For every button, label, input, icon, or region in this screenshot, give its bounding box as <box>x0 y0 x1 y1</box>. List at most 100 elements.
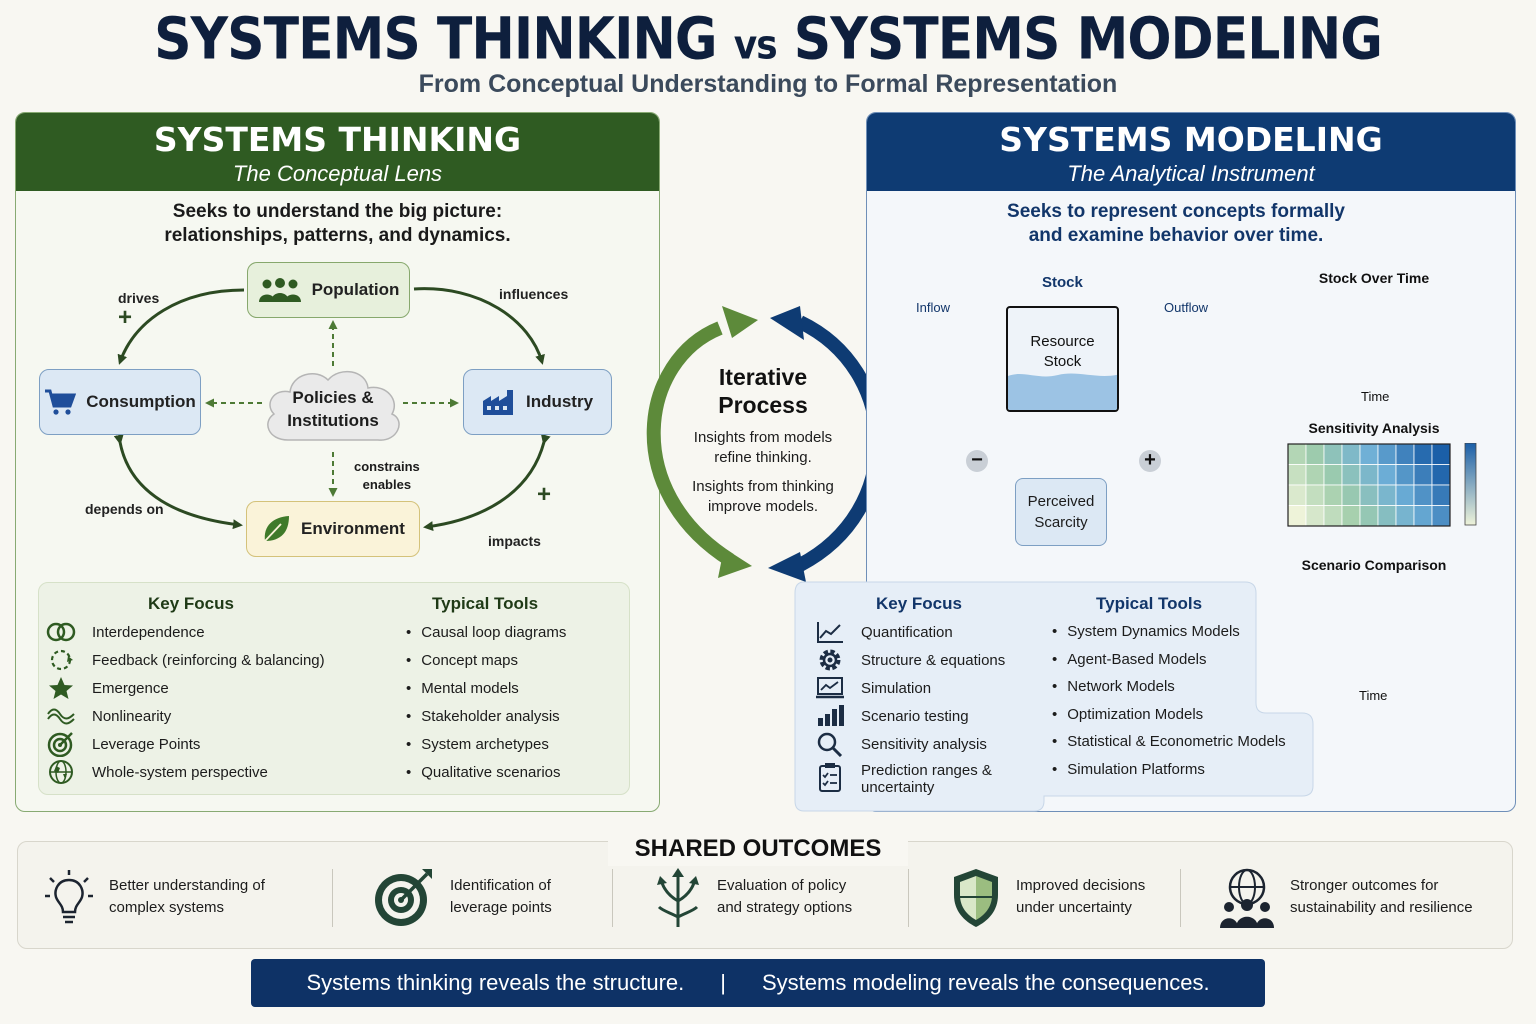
iterative-text1-line2: refine thinking. <box>714 449 812 466</box>
heatmap-cell <box>1305 505 1325 527</box>
node-policies: Policies & Institutions <box>262 386 404 432</box>
list-item: System Dynamics Models <box>1052 618 1312 646</box>
heatmap-cell <box>1395 443 1415 465</box>
outcome-decisions: Improved decisions under uncertainty <box>1016 875 1145 919</box>
list-item: Leverage Points <box>46 730 376 758</box>
heatmap-cell <box>1341 484 1361 506</box>
iterative-green-head-top <box>722 306 758 338</box>
heatmap-cell <box>1305 464 1325 486</box>
outcome-line1: Improved decisions <box>1016 877 1146 894</box>
iterative-text1-line1: Insights from models <box>693 429 833 446</box>
node-consumption: Consumption <box>39 369 201 435</box>
heatmap-cell <box>1413 443 1433 465</box>
list-item: Causal loop diagrams <box>406 618 626 646</box>
heatmap-border <box>1287 443 1451 527</box>
stock-over-time-title: Stock Over Time <box>1318 270 1430 286</box>
modeling-panel-header: SYSTEMS MODELING The Analytical Instrume… <box>867 113 1515 191</box>
heatmap-cell <box>1341 505 1361 527</box>
iterative-green-head-bottom <box>718 548 752 578</box>
outcome-line1: Better understanding of <box>109 877 265 894</box>
thinking-key-focus-title: Key Focus <box>148 594 234 613</box>
thinking-lead: Seeks to understand the big picture: rel… <box>15 200 660 248</box>
outcome-divider <box>332 869 333 927</box>
modeling-lead: Seeks to represent concepts formally and… <box>866 200 1486 248</box>
wave-icon <box>47 708 75 725</box>
shared-outcomes-title: SHARED OUTCOMES <box>608 832 908 866</box>
outcome-line1: Identification of <box>450 877 551 894</box>
iterative-title-line1: Iterative <box>718 364 808 390</box>
list-item: Structure & equations <box>815 646 1045 674</box>
heatmap-cell <box>1341 464 1361 486</box>
sensitivity-heatmap <box>1287 443 1477 527</box>
outcome-divider <box>1180 869 1181 927</box>
heatmap-cell <box>1377 484 1397 506</box>
outcome-line2: complex systems <box>109 899 225 916</box>
list-item: Agent-Based Models <box>1052 646 1312 674</box>
globe-icon <box>49 760 73 784</box>
leaf-icon <box>264 516 290 542</box>
focus-label: Simulation <box>861 679 932 697</box>
iterative-blue-head-bottom <box>768 552 806 582</box>
heatmap-cell <box>1395 464 1415 486</box>
iterative-green-arrow <box>646 321 734 566</box>
resource-line1: Resource <box>1030 333 1095 350</box>
outcome-leverage: Identification of leverage points <box>450 875 552 919</box>
list-item: Nonlinearity <box>46 702 376 730</box>
globe-people-icon <box>1220 868 1274 928</box>
iterative-text2-line2: improve models. <box>707 498 819 515</box>
list-item: Whole-system perspective <box>46 758 376 786</box>
heatmap-cell <box>1359 443 1379 465</box>
edge-sign-impacts: + <box>537 481 552 508</box>
edge-label-impacts: impacts <box>488 533 541 549</box>
gear-icon <box>819 649 841 671</box>
thinking-tools-list: Causal loop diagrams Concept maps Mental… <box>406 618 626 786</box>
focus-label: Whole-system perspective <box>92 763 268 781</box>
iterative-text-models: Insights from models refine thinking. <box>670 428 856 468</box>
arrow-population-to-industry <box>413 287 545 365</box>
heatmap-cell <box>1413 484 1433 506</box>
modeling-key-focus-list: Quantification Structure & equations Sim… <box>815 618 1045 798</box>
footer-banner: Systems thinking reveals the structure. … <box>251 959 1265 1007</box>
list-item: Sensitivity analysis <box>815 730 1045 758</box>
thinking-panel-header: SYSTEMS THINKING The Conceptual Lens <box>16 113 659 191</box>
heatmap-cell <box>1395 505 1415 527</box>
target-arrow-icon <box>375 869 432 926</box>
clipboard-icon <box>819 763 841 792</box>
heatmap-cell <box>1323 484 1343 506</box>
modeling-header-subtitle: The Analytical Instrument <box>1067 161 1315 186</box>
heatmap-legend-bar <box>1464 443 1477 526</box>
title-part-modeling: SYSTEMS MODELING <box>793 6 1383 74</box>
heatmap-cell <box>1323 443 1343 465</box>
heatmap-cell <box>1359 464 1379 486</box>
heatmap-cell <box>1377 464 1397 486</box>
heatmap-cell <box>1431 505 1451 527</box>
modeling-tools-list: System Dynamics Models Agent-Based Model… <box>1052 618 1312 783</box>
title-part-thinking: SYSTEMS THINKING <box>154 6 718 74</box>
focus-label-line1: Prediction ranges & <box>861 762 992 779</box>
edge-label-depends-on: depends on <box>85 501 164 517</box>
outcome-evaluation: Evaluation of policy and strategy option… <box>717 875 852 919</box>
node-population-label: Population <box>311 280 400 299</box>
list-item: Feedback (reinforcing & balancing) <box>46 646 376 674</box>
node-environment: Environment <box>246 501 420 557</box>
edge-label-drives: drives <box>118 290 160 306</box>
node-policies-line2: Institutions <box>287 411 379 430</box>
arrow-consumption-environment <box>113 434 243 530</box>
shield-icon <box>954 869 998 927</box>
heatmap-cell <box>1305 484 1325 506</box>
perceived-line1: Perceived <box>1027 493 1095 510</box>
outcome-line2: leverage points <box>450 899 552 916</box>
outcome-understanding: Better understanding of complex systems <box>109 875 265 919</box>
modeling-tools-title: Typical Tools <box>1096 594 1203 613</box>
arrow-population-to-consumption <box>117 288 245 365</box>
heatmap-cell <box>1341 443 1361 465</box>
subtitle: From Conceptual Understanding to Formal … <box>418 70 1118 98</box>
node-industry: Industry <box>463 369 612 435</box>
heatmap-cell <box>1287 484 1307 506</box>
arrow-industry-environment <box>423 433 551 532</box>
list-item: Statistical & Econometric Models <box>1052 728 1312 756</box>
node-environment-label: Environment <box>301 519 405 538</box>
list-item: Quantification <box>815 618 1045 646</box>
list-item: Qualitative scenarios <box>406 758 626 786</box>
branching-arrows-icon <box>657 868 699 927</box>
